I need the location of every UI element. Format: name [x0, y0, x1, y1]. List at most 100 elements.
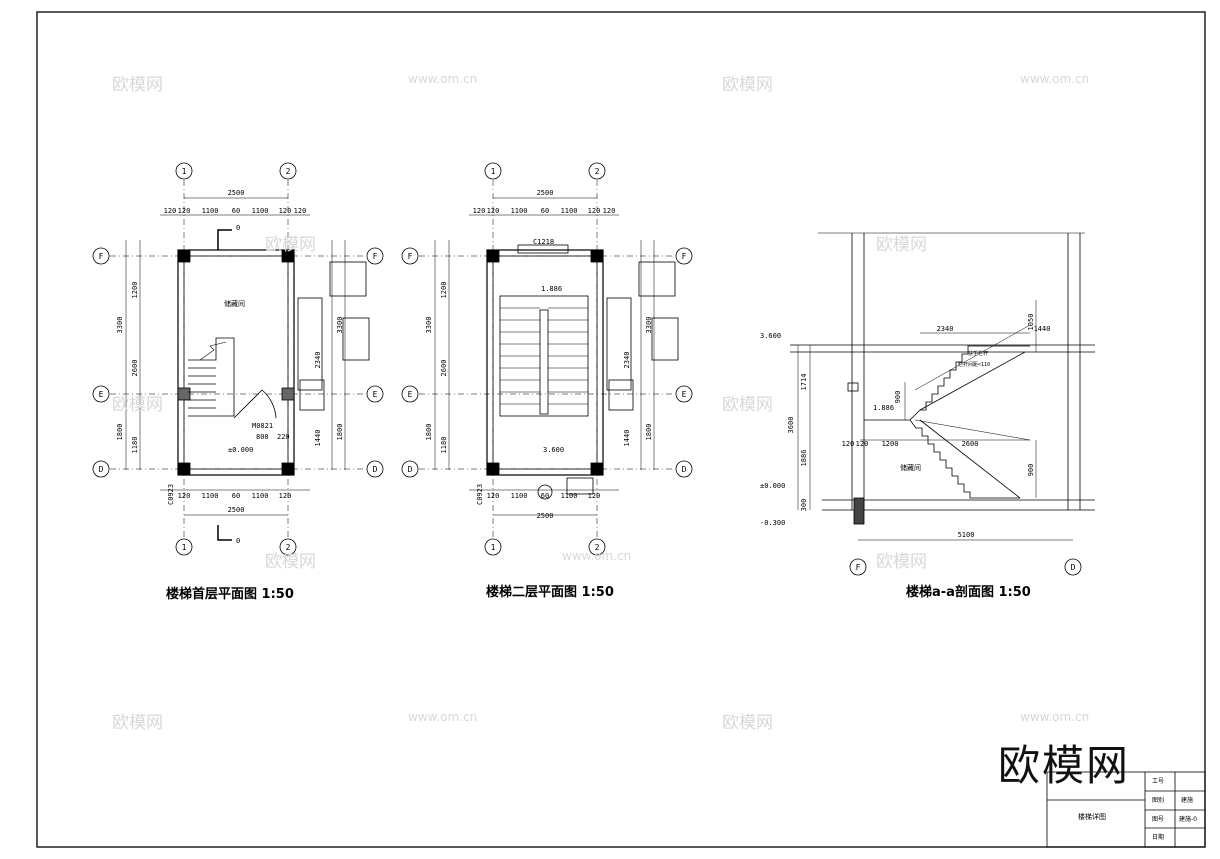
sec-dim-2340: 2340 — [937, 325, 954, 333]
p2-dim-left-1800: 1800 — [425, 424, 433, 441]
p1-room: 储藏间 — [224, 299, 245, 308]
watermark-brand: 欧模网 — [112, 713, 163, 733]
axis-1-top: 1 — [182, 167, 187, 176]
titleblock-project: 楼梯详图 — [1078, 813, 1106, 821]
p1-dim-right-1440: 1440 — [314, 430, 322, 447]
sec-dim-120b: 120 — [856, 440, 869, 448]
p1-dim-top-1: 120 — [178, 207, 191, 215]
sec-axis-D: D — [1071, 563, 1076, 572]
sec-dim-1200: 1200 — [882, 440, 899, 448]
watermark-url: www.om.cn — [408, 72, 478, 86]
titleblock-label-0: 工号 — [1152, 778, 1165, 785]
p1-dim-left-total: 3300 — [116, 317, 124, 334]
p2-elev-top: 1.886 — [541, 285, 562, 293]
p2-axis-2-bottom: 2 — [595, 543, 600, 552]
sec-axis-F: F — [856, 563, 861, 572]
sheet-border — [36, 11, 1206, 848]
p2-axis-D-right: D — [682, 465, 687, 474]
watermark-url: www.om.cn — [562, 549, 632, 563]
p2-dim-bot-2: 60 — [541, 492, 549, 500]
p2-dim-top-1: 120 — [487, 207, 500, 215]
axis-D-left: D — [99, 465, 104, 474]
axis-F-left: F — [99, 252, 104, 261]
p2-elev-bot: 3.600 — [543, 446, 564, 454]
p1-dim-right-1800: 1800 — [336, 424, 344, 441]
p1-door-dim-220: 220 — [277, 433, 290, 441]
sec-elev-m300: -0.300 — [760, 519, 785, 527]
p2-dim-left-1200: 1200 — [440, 282, 448, 299]
axis-F-right: F — [373, 252, 378, 261]
p1-dim-top-6: 120 — [294, 207, 307, 215]
p1-dim-top-2: 1100 — [202, 207, 219, 215]
watermark-brand: 欧模网 — [112, 75, 163, 95]
plan1-title: 楼梯首层平面图 1:50 — [166, 587, 294, 602]
p1-window: C0923 — [167, 484, 175, 505]
axis-2-top: 2 — [286, 167, 291, 176]
p2-dim-left-total: 3300 — [425, 317, 433, 334]
watermark-url: www.om.cn — [1020, 710, 1090, 724]
sec-note-0: 扶手栏杆 — [968, 350, 988, 357]
p2-dim-top-2: 1100 — [511, 207, 528, 215]
watermark-brand: 欧模网 — [265, 552, 316, 572]
axis-D-right: D — [373, 465, 378, 474]
sec-dim-1440: 1440 — [1034, 325, 1051, 333]
sec-dim-1886: 1886 — [800, 450, 808, 467]
sec-room: 储藏间 — [900, 463, 921, 472]
p2-axis-E-right: E — [682, 390, 687, 399]
p2-axis-1-bottom: 1 — [491, 543, 496, 552]
p2-dim-bot-0: 120 — [487, 492, 500, 500]
title-block — [1046, 771, 1206, 848]
titleblock-label-1: 图别 — [1152, 797, 1165, 804]
p1-dim-top-3: 60 — [232, 207, 240, 215]
sec-dim-1050: 1050 — [1027, 314, 1035, 331]
p2-dim-left-2600: 2600 — [440, 360, 448, 377]
titleblock-value-0: 建施 — [1181, 797, 1194, 804]
p1-dim-total-top: 2500 — [228, 189, 245, 197]
p2-dim-top-4: 1100 — [561, 207, 578, 215]
watermark-url: www.om.cn — [1020, 72, 1090, 86]
p1-dim-top-5: 120 — [279, 207, 292, 215]
p2-axis-F-left: F — [408, 252, 413, 261]
p2-dim-total-top: 2500 — [537, 189, 554, 197]
p1-dim-right-3300: 3300 — [336, 317, 344, 334]
p1-cut-top: 0 — [236, 224, 240, 232]
p2-dim-right-2340: 2340 — [623, 352, 631, 369]
p1-door-dim-800: 800 — [256, 433, 269, 441]
p1-dim-bot-2: 60 — [232, 492, 240, 500]
p2-axis-1-top: 1 — [491, 167, 496, 176]
plan2-title: 楼梯二层平面图 1:50 — [486, 585, 614, 600]
p1-dim-bot-3: 1100 — [252, 492, 269, 500]
watermark-brand: 欧模网 — [722, 713, 773, 733]
p1-dim-bot-0: 120 — [178, 492, 191, 500]
sec-dim-2600: 2600 — [962, 440, 979, 448]
p2-axis-2-top: 2 — [595, 167, 600, 176]
p2-window-top: C1218 — [533, 238, 554, 246]
sec-dim-3600: 3600 — [787, 417, 795, 434]
p2-window: C0923 — [476, 484, 484, 505]
p1-dim-top-0: 120 — [164, 207, 177, 215]
plan-first-floor — [92, 162, 384, 556]
p2-dim-total-bottom: 2500 — [537, 512, 554, 520]
watermark-brand: 欧模网 — [722, 75, 773, 95]
watermark-brand: 欧模网 — [265, 235, 316, 255]
p2-dim-right-1800: 1800 — [645, 424, 653, 441]
p1-dim-bot-1: 1100 — [202, 492, 219, 500]
p1-door: M0821 — [252, 422, 273, 430]
sec-span: 5100 — [958, 531, 975, 539]
section-title: 楼梯a-a剖面图 1:50 — [906, 585, 1031, 600]
p2-dim-bot-4: 120 — [588, 492, 601, 500]
sec-dim-300: 300 — [800, 499, 808, 512]
sec-note-1: 栏杆间距<110 — [958, 361, 990, 368]
watermark-big: 欧模网 — [998, 741, 1131, 790]
titleblock-label-3: 日期 — [1152, 834, 1165, 841]
p2-dim-bot-1: 1100 — [511, 492, 528, 500]
titleblock-label-2: 图号 — [1152, 816, 1165, 823]
section-a-a — [790, 232, 1095, 576]
p2-dim-bot-3: 1100 — [561, 492, 578, 500]
p2-dim-left-1180: 1180 — [440, 437, 448, 454]
p2-dim-right-3300: 3300 — [645, 317, 653, 334]
p1-dim-bot-4: 120 — [279, 492, 292, 500]
p2-dim-top-0: 120 — [473, 207, 486, 215]
p2-dim-right-1440: 1440 — [623, 430, 631, 447]
